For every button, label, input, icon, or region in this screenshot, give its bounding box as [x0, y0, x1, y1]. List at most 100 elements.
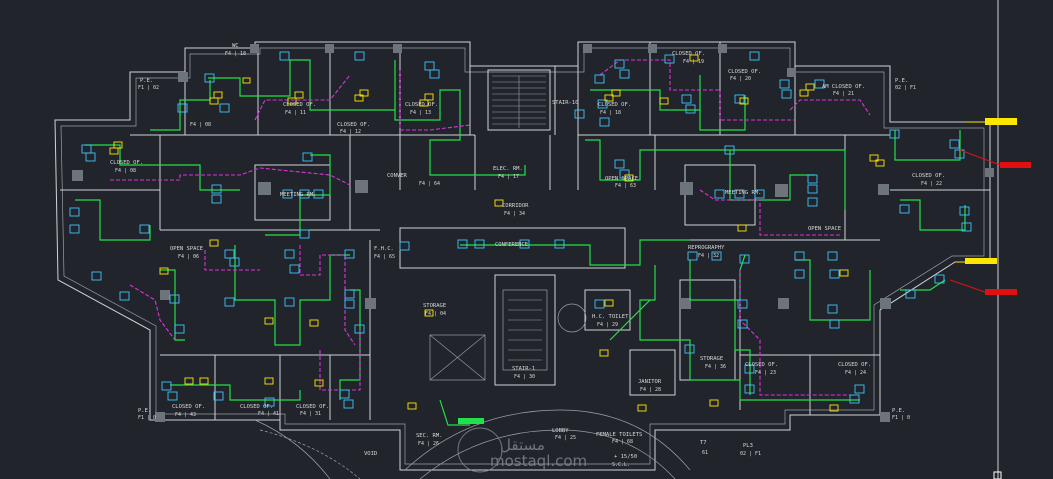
svg-text:AM CLOSED OF.: AM CLOSED OF.	[822, 84, 865, 90]
room-label-stair-10: STAIR-10	[552, 100, 579, 106]
watermark-arabic: مستقل	[500, 436, 545, 454]
room-label-open-space-right: OPEN SPACE	[808, 226, 841, 232]
room-label-closed-of-23: CLOSED OF.F4 | 23	[745, 362, 778, 376]
svg-text:CLOSED OF.: CLOSED OF.	[912, 173, 945, 179]
room-label-pe-top-left: P.E.F1 | 02	[138, 78, 159, 91]
room-label-closed-of-43: CLOSED OF. F4 | 43	[172, 404, 205, 418]
svg-text:F4 | 24: F4 | 24	[845, 370, 866, 376]
room-label-closed-of-22: CLOSED OF. F4 | 22	[912, 173, 945, 187]
room-label-meeting-left: MEETING RM.	[280, 192, 316, 198]
data-cabling-routes	[75, 59, 966, 426]
room-label-closed-of-4108: F4 | 08	[190, 122, 211, 128]
structural-columns	[72, 44, 994, 422]
svg-text:PL3: PL3	[743, 443, 753, 449]
room-label-conver: CONVER F4 | 64	[387, 173, 440, 187]
svg-text:F4 | 20: F4 | 20	[730, 76, 751, 82]
room-label-closed-of-08: CLOSED OF.F4 | 08	[110, 160, 143, 174]
exterior-walls	[54, 41, 991, 479]
svg-text:OPEN SPACE: OPEN SPACE	[170, 246, 203, 252]
riser-markers	[458, 118, 1031, 424]
network-outlets	[69, 51, 972, 409]
svg-text:F4 | 11: F4 | 11	[285, 110, 306, 116]
stair-core-top	[487, 69, 551, 131]
svg-text:ELEC. RM.: ELEC. RM.	[493, 166, 523, 172]
svg-text:P.E.: P.E.	[138, 408, 151, 414]
svg-text:61: 61	[702, 450, 708, 456]
device-symbols	[109, 54, 885, 412]
svg-text:CLOSED OF.: CLOSED OF.	[296, 404, 329, 410]
svg-text:F4 | 21: F4 | 21	[833, 91, 854, 97]
svg-text:CLOSED OF.: CLOSED OF.	[598, 102, 631, 108]
svg-text:F4 | 64: F4 | 64	[419, 181, 440, 187]
svg-text:F4 | 08: F4 | 08	[190, 122, 211, 128]
watermark-latin: mostaql.com	[490, 452, 587, 470]
svg-text:F4 | 06: F4 | 06	[178, 254, 199, 260]
svg-text:T7: T7	[700, 440, 707, 446]
svg-text:F4 | 17: F4 | 17	[498, 174, 519, 180]
room-label-pe-bottom-right: P.E.F1 | 0	[892, 408, 910, 421]
svg-text:MEETING RM.: MEETING RM.	[280, 192, 316, 198]
svg-text:F4 | 08: F4 | 08	[115, 168, 136, 174]
svg-text:CLOSED OF.: CLOSED OF.	[745, 362, 778, 368]
svg-text:F.H.C.: F.H.C.	[374, 246, 394, 252]
room-label-corridor: CORRIDOR F4 | 34	[502, 203, 529, 217]
svg-text:F4 | 34: F4 | 34	[504, 211, 525, 217]
room-label-closed-of-18: CLOSED OF.F4 | 18	[598, 102, 631, 116]
room-label-pl3: PL3 02 | F1	[740, 443, 761, 457]
svg-text:+ 15/50: + 15/50	[614, 454, 637, 460]
svg-text:CLOSED OF.: CLOSED OF.	[172, 404, 205, 410]
svg-text:F4 | 04: F4 | 04	[425, 311, 446, 317]
svg-text:F4 | 19: F4 | 19	[683, 59, 704, 65]
svg-text:F4 | 36: F4 | 36	[705, 364, 726, 370]
svg-text:F4 | 18: F4 | 18	[225, 51, 246, 57]
stair-core-bottom	[429, 274, 587, 386]
svg-text:F4 | 63: F4 | 63	[615, 183, 636, 189]
svg-text:F4 | 22: F4 | 22	[921, 181, 942, 187]
svg-text:F4 | 12: F4 | 12	[340, 129, 361, 135]
room-label-closed-of-13: CLOSED OF.F4 | 13	[405, 102, 438, 116]
svg-text:CLOSED OF.: CLOSED OF.	[240, 404, 273, 410]
room-label-stair-1: STAIR-1 F4 | 30	[512, 366, 535, 380]
room-label-meeting-right: MEETING RM.	[725, 190, 761, 196]
svg-text:CONVER: CONVER	[387, 173, 408, 179]
svg-text:F1 | 02: F1 | 02	[138, 85, 159, 91]
room-label-sec-rm: SEC. RM.F4 | 26	[416, 433, 443, 447]
room-label-conference: CONFERENCE	[495, 242, 528, 248]
svg-text:F4 | 68: F4 | 68	[612, 439, 633, 445]
grip-handle[interactable]	[993, 471, 1002, 479]
room-label-t7: T7 61	[700, 440, 708, 456]
room-label-closed-of-41: CLOSED OF.F4 | 41	[240, 404, 279, 417]
room-label-void: VOID	[364, 451, 377, 457]
svg-text:VOID: VOID	[364, 451, 377, 457]
svg-text:SEC. RM.: SEC. RM.	[416, 433, 443, 439]
room-label-closed-of-12: CLOSED OF.F4 | 12	[337, 122, 370, 135]
room-label-fhc: F.H.C.F4 | 65	[374, 246, 395, 260]
room-label-storage-left: STORAGE F4 | 04	[423, 303, 446, 317]
svg-text:MEETING RM.: MEETING RM.	[725, 190, 761, 196]
svg-text:STAIR-10: STAIR-10	[552, 100, 579, 106]
svg-text:F1 | 0: F1 | 0	[138, 415, 156, 421]
svg-text:02 | F1: 02 | F1	[895, 85, 916, 91]
svg-text:F4 | 29: F4 | 29	[597, 322, 618, 328]
svg-text:F4 | 43: F4 | 43	[175, 412, 196, 418]
room-label-elec-rm: ELEC. RM. F4 | 17	[493, 166, 523, 180]
svg-text:STORAGE: STORAGE	[423, 303, 446, 309]
watermark: مستقل mostaql.com	[457, 427, 587, 473]
room-label-closed-of-31: CLOSED OF.F4 | 31	[296, 404, 329, 417]
svg-text:JANITOR: JANITOR	[638, 379, 662, 385]
room-label-closed-of-20: CLOSED OF.F4 | 20	[728, 69, 761, 82]
svg-text:STAIR-1: STAIR-1	[512, 366, 535, 372]
svg-text:S.C.L.: S.C.L.	[612, 462, 630, 468]
svg-text:P.E.: P.E.	[892, 408, 905, 414]
svg-text:STORAGE: STORAGE	[700, 356, 723, 362]
svg-text:CORRIDOR: CORRIDOR	[502, 203, 529, 209]
svg-text:F4 | 30: F4 | 30	[514, 374, 535, 380]
svg-text:02 | F1: 02 | F1	[740, 451, 761, 457]
svg-text:F4 | 25: F4 | 25	[555, 435, 576, 441]
